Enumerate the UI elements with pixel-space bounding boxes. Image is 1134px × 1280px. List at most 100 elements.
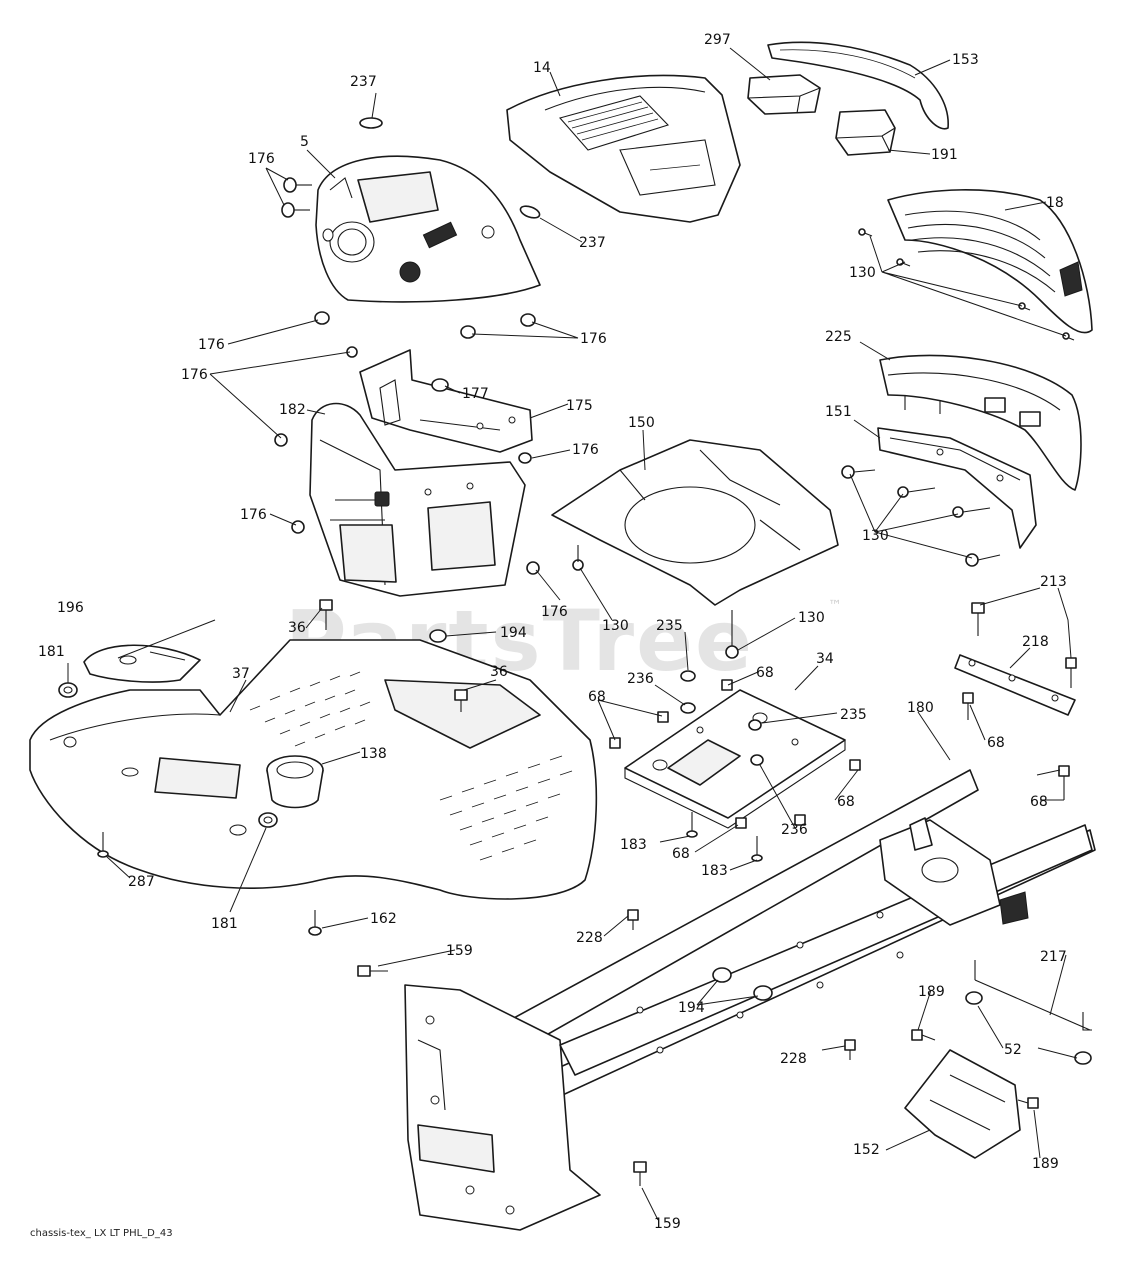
callout-36-b: 36 — [490, 664, 508, 680]
part-130-screws-grille[interactable] — [858, 228, 1075, 341]
part-235-spacer-b[interactable] — [748, 719, 762, 731]
part-181-grommet-a[interactable] — [58, 682, 78, 698]
part-194-nut-upper[interactable] — [429, 629, 447, 643]
part-237-badge-upper[interactable] — [359, 117, 383, 129]
part-159-bolt-b[interactable] — [633, 1161, 647, 1186]
part-176-pins-console[interactable] — [274, 346, 540, 575]
part-162-screw[interactable] — [308, 910, 322, 936]
callout-189-a: 189 — [918, 984, 945, 1000]
callout-labels: 297 153 14 237 191 5 176 18 237 130 176 … — [38, 32, 1067, 1232]
part-176-nuts-dash[interactable] — [314, 311, 536, 339]
callout-237-lower: 237 — [579, 235, 606, 251]
callout-162: 162 — [370, 911, 397, 927]
part-151-bracket[interactable] — [877, 427, 1037, 549]
callout-194-b: 194 — [678, 1000, 705, 1016]
callout-189-b: 189 — [1032, 1156, 1059, 1172]
callout-218: 218 — [1022, 634, 1049, 650]
callout-153: 153 — [952, 52, 979, 68]
callout-176-e: 176 — [572, 442, 599, 458]
part-130-screw-deck-left[interactable] — [572, 545, 584, 571]
part-36-bolt-b[interactable] — [454, 689, 468, 712]
part-183-screw-a[interactable] — [686, 812, 698, 838]
callout-68-b: 68 — [588, 689, 606, 705]
callout-130-c: 130 — [602, 618, 629, 634]
part-52-bushing-a[interactable] — [965, 991, 983, 1005]
callout-52: 52 — [1004, 1042, 1022, 1058]
part-34-plate[interactable] — [624, 689, 846, 829]
callout-191: 191 — [931, 147, 958, 163]
part-189-bolt-b[interactable] — [1017, 1097, 1039, 1109]
part-218-plate[interactable] — [954, 654, 1076, 716]
callout-36-a: 36 — [288, 620, 306, 636]
part-18-grille[interactable] — [887, 189, 1093, 334]
callout-68-c: 68 — [987, 735, 1005, 751]
part-152-shield[interactable] — [904, 1049, 1021, 1159]
callout-177: 177 — [462, 386, 489, 402]
callout-18: 18 — [1046, 195, 1064, 211]
callout-138: 138 — [360, 746, 387, 762]
callout-287: 287 — [128, 874, 155, 890]
part-176-pin-upper-a[interactable] — [283, 177, 312, 193]
callout-176-d: 176 — [181, 367, 208, 383]
callout-213: 213 — [1040, 574, 1067, 590]
part-287-screw[interactable] — [97, 832, 109, 858]
callout-183-b: 183 — [701, 863, 728, 879]
callout-130-d: 130 — [798, 610, 825, 626]
callout-152: 152 — [853, 1142, 880, 1158]
part-297-block[interactable] — [747, 74, 821, 115]
part-181-grommet-b[interactable] — [258, 812, 278, 828]
part-191-block[interactable] — [835, 109, 896, 156]
part-180-frame[interactable] — [404, 769, 1096, 1231]
part-153-trim[interactable] — [767, 41, 949, 130]
callout-236-a: 236 — [627, 671, 654, 687]
part-14-hood[interactable] — [506, 74, 741, 223]
part-228-bolt-a[interactable] — [627, 909, 639, 930]
leader-lines — [67, 47, 1078, 1221]
callout-34: 34 — [816, 651, 834, 667]
part-5-dashboard[interactable] — [315, 155, 541, 303]
part-130-screw-deck-right[interactable] — [725, 610, 739, 659]
callout-183-a: 183 — [620, 837, 647, 853]
callout-68-f: 68 — [672, 846, 690, 862]
callout-236-b: 236 — [781, 822, 808, 838]
callout-159-a: 159 — [446, 943, 473, 959]
callout-225: 225 — [825, 329, 852, 345]
part-36-bolt-a[interactable] — [319, 599, 333, 630]
callout-151: 151 — [825, 404, 852, 420]
callout-196: 196 — [57, 600, 84, 616]
part-175-bracket[interactable] — [359, 349, 533, 453]
footer-code: chassis-tex_ LX LT PHL_D_43 — [30, 1228, 173, 1239]
callout-228-b: 228 — [780, 1051, 807, 1067]
part-235-spacer-a[interactable] — [680, 670, 696, 682]
part-228-bolt-b[interactable] — [844, 1039, 856, 1060]
part-225-bumper[interactable] — [879, 354, 1082, 491]
part-150-deck-cover[interactable] — [551, 439, 839, 606]
callout-68-a: 68 — [756, 665, 774, 681]
callout-194-a: 194 — [500, 625, 527, 641]
part-182-console[interactable] — [309, 402, 526, 597]
part-194-nut-a[interactable] — [712, 967, 732, 983]
part-189-bolt-a[interactable] — [911, 1029, 936, 1041]
part-52-bushing-b[interactable] — [1074, 1051, 1092, 1065]
callout-37: 37 — [232, 666, 250, 682]
callout-14: 14 — [533, 60, 551, 76]
callout-130-b: 130 — [862, 528, 889, 544]
part-194-nut-b[interactable] — [753, 985, 773, 1001]
part-236-washer-b[interactable] — [750, 754, 764, 766]
part-217-rod[interactable] — [974, 960, 1092, 1031]
part-183-screw-b[interactable] — [751, 836, 763, 862]
part-177-nut[interactable] — [431, 378, 449, 392]
callout-237-upper: 237 — [350, 74, 377, 90]
part-196-plate[interactable] — [83, 644, 201, 683]
callout-228-a: 228 — [576, 930, 603, 946]
part-236-washer-a[interactable] — [680, 702, 696, 714]
part-213-bolt[interactable] — [971, 602, 985, 636]
part-68-bolts-plate-34[interactable] — [609, 679, 861, 829]
part-138-collar[interactable] — [266, 755, 324, 809]
part-176-pin-upper-b[interactable] — [281, 202, 310, 218]
callout-235-b: 235 — [840, 707, 867, 723]
part-159-bolt-a[interactable] — [357, 965, 388, 977]
part-237-badge-lower[interactable] — [519, 204, 541, 220]
part-130-screws-bracket[interactable] — [841, 465, 1001, 567]
